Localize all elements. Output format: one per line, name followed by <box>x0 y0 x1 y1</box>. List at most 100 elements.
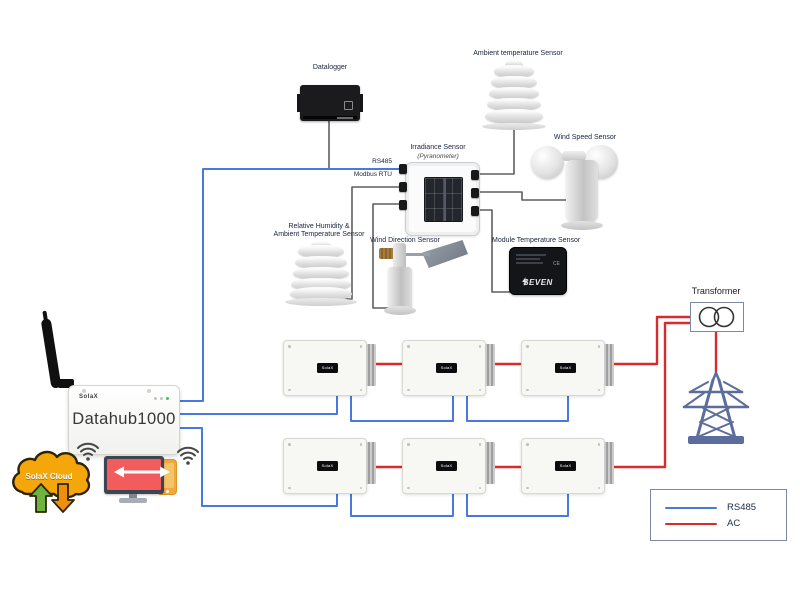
download-arrow-icon <box>51 483 75 513</box>
shield-plate <box>295 256 347 269</box>
anemometer-base <box>561 221 603 230</box>
datalogger-label: Datalogger <box>312 64 348 71</box>
shield-base <box>482 123 546 130</box>
antenna-connector <box>58 379 74 388</box>
wind-speed-wire <box>477 191 567 201</box>
solax-brand-label: SolaX <box>79 394 99 400</box>
inverter: SolaX <box>283 340 376 396</box>
rs485-row1-feed <box>177 393 338 415</box>
modbus-label: Modbus RTU <box>353 171 392 178</box>
datahub-device: SolaX Datahub1000 <box>68 385 180 455</box>
humidity-label-line2: Ambient Temperature Sensor <box>273 231 365 238</box>
sync-arrow-icon <box>114 466 170 478</box>
inverter-display: SolaX <box>436 363 457 373</box>
upload-arrow-icon <box>29 483 53 513</box>
inverter: SolaX <box>402 438 495 494</box>
cloud-label: SolaX Cloud <box>25 472 73 481</box>
legend: RS485 AC <box>650 489 787 541</box>
sensor-port-icon <box>399 164 407 174</box>
module-temp-sensor: CE SEVEN <box>509 247 567 295</box>
status-led-green <box>166 397 169 400</box>
status-led <box>154 397 157 400</box>
rs485-row2-link1 <box>350 491 454 517</box>
rs485-row1-link2 <box>466 393 569 422</box>
rs485-wires <box>177 168 569 517</box>
anemometer-cup <box>531 146 564 179</box>
seven-brand-label: SEVEN <box>523 278 553 287</box>
shield-plate <box>494 65 534 78</box>
rs485-row2-feed <box>177 427 338 507</box>
inverter-display: SolaX <box>555 363 576 373</box>
wifi-icon <box>177 446 199 465</box>
sensor-port-icon <box>471 170 479 180</box>
inverter-heatsink <box>604 344 614 386</box>
sensor-port-icon <box>399 200 407 210</box>
ac-row2-to-transformer <box>611 321 692 469</box>
datalogger-connector-strip <box>303 116 357 119</box>
pv-cell <box>424 177 463 222</box>
anemometer-hub <box>562 151 586 161</box>
transformer-symbol-icon <box>690 302 744 332</box>
anemometer-body <box>566 160 598 223</box>
inverter-display: SolaX <box>436 461 457 471</box>
legend-ac-label: AC <box>727 518 741 529</box>
shield-plate <box>290 287 352 301</box>
rs485-bus-label: RS485 <box>372 158 392 165</box>
shield-plate <box>485 109 543 124</box>
datalogger-port-icon <box>344 101 353 110</box>
vane-counterweight <box>379 248 395 259</box>
sensor-port-icon <box>399 182 407 192</box>
rs485-row1-link1 <box>350 393 454 422</box>
ambient-temp-label: Ambient temperature Sensor <box>473 50 563 57</box>
inverter: SolaX <box>283 438 376 494</box>
inverter-display: SolaX <box>317 363 338 373</box>
monitor-screen <box>107 459 161 490</box>
vane-base <box>384 306 416 315</box>
ce-mark: CE <box>553 261 560 267</box>
datahub-model-label: Datahub1000 <box>72 410 176 428</box>
ambient-sensor-wire <box>477 127 515 175</box>
ac-wires <box>373 315 718 469</box>
monitor-stand <box>129 494 137 499</box>
transformer-label: Transformer <box>691 286 741 296</box>
shield-plate <box>487 98 541 111</box>
legend-rs485-label: RS485 <box>727 502 757 513</box>
wifi-icon <box>77 442 99 461</box>
wind-direction-label: Wind Direction Sensor <box>370 237 440 244</box>
power-tower-icon <box>682 370 750 444</box>
irradiance-sublabel: (Pyranometer) <box>417 153 459 160</box>
screw-icon <box>82 389 86 393</box>
humidity-label-line1: Relative Humidity & <box>288 223 350 230</box>
inverter-heatsink <box>485 344 495 386</box>
irradiance-label: Irradiance Sensor <box>410 144 466 151</box>
shield-plate <box>298 245 344 258</box>
lightning-bolt-icon <box>522 277 528 286</box>
inverter-display: SolaX <box>555 461 576 471</box>
sensor-text-line <box>516 254 546 256</box>
inverter: SolaX <box>402 340 495 396</box>
shield-plate <box>505 60 523 68</box>
inverter-heatsink <box>604 442 614 484</box>
shield-base <box>285 298 357 306</box>
legend-ac-line <box>665 523 717 525</box>
irradiance-sensor <box>405 162 480 236</box>
inverter-display: SolaX <box>317 461 338 471</box>
inverter: SolaX <box>521 438 614 494</box>
module-sensor-wire <box>477 209 511 293</box>
rs485-row2-link2 <box>466 491 569 517</box>
vane-body <box>388 267 412 311</box>
legend-rs485-line <box>665 507 717 509</box>
monitor-icon <box>104 456 164 494</box>
ambient-temp-sensor <box>482 60 546 130</box>
inverter-heatsink <box>366 442 376 484</box>
ac-row1-to-transformer <box>611 315 692 366</box>
monitor-base <box>119 498 147 503</box>
solax-cloud-icon <box>12 450 91 513</box>
wind-speed-label: Wind Speed Sensor <box>553 134 617 141</box>
humidity-sensor <box>285 241 357 306</box>
vane-hub <box>393 243 406 269</box>
inverter-heatsink <box>485 442 495 484</box>
shield-plate <box>491 76 537 89</box>
